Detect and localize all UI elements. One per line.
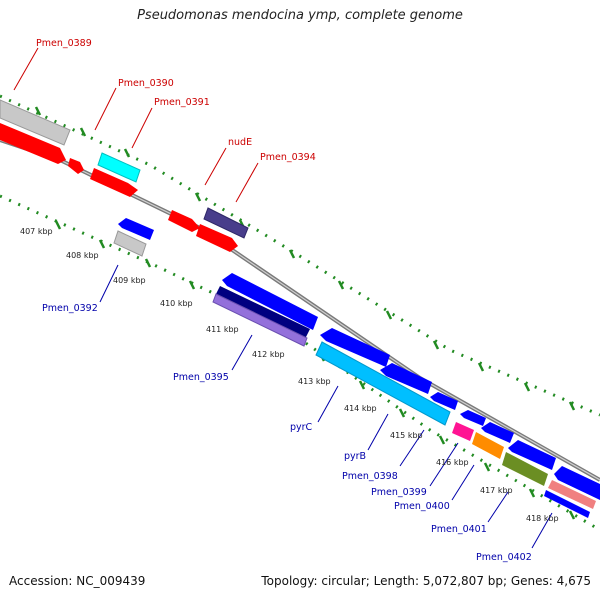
gene-feature-pmen-0401[interactable]: [548, 480, 596, 509]
kbp-label-414: 414 kbp: [344, 404, 377, 413]
gene-feature-pmen-0399[interactable]: [472, 432, 504, 459]
gene-feature-blue-long[interactable]: [222, 273, 318, 330]
gene-feature-red-mid[interactable]: [168, 210, 200, 232]
gene-feature-pmen-0400[interactable]: [502, 452, 548, 486]
kbp-label-418: 418 kbp: [526, 514, 559, 523]
kbp-scale-labels: 407 kbp 408 kbp 409 kbp 410 kbp 411 kbp …: [20, 227, 559, 523]
gene-label-pmen-0401[interactable]: Pmen_0401: [431, 524, 487, 535]
gene-label-pmen-0395[interactable]: Pmen_0395: [173, 372, 229, 383]
kbp-label-408: 408 kbp: [66, 251, 99, 260]
gene-label-pmen-0391[interactable]: Pmen_0391: [154, 97, 210, 108]
kbp-label-413: 413 kbp: [298, 377, 331, 386]
gene-label-pmen-0392[interactable]: Pmen_0392: [42, 303, 98, 314]
gene-feature-pmen-0389-red[interactable]: [0, 123, 66, 164]
gene-feature-red-small[interactable]: [68, 158, 84, 174]
gene-feature-pmen-0392[interactable]: [113, 230, 147, 257]
map-title: Pseudomonas mendocina ymp, complete geno…: [137, 8, 463, 23]
gene-feature-pmen-0402[interactable]: [544, 490, 590, 518]
gene-feature-pmen-0398[interactable]: [452, 422, 474, 441]
forward-gene-labels: Pmen_0389 Pmen_0390 Pmen_0391 nudE Pmen_…: [36, 38, 316, 163]
gene-label-pmen-0402[interactable]: Pmen_0402: [476, 552, 532, 563]
kbp-label-409: 409 kbp: [113, 276, 146, 285]
outer-tick-line: [0, 94, 600, 417]
gene-feature-blue-f[interactable]: [554, 466, 600, 500]
gene-feature-blue-d[interactable]: [481, 422, 514, 443]
gene-feature-blue-e[interactable]: [508, 440, 556, 470]
kbp-label-410: 410 kbp: [160, 299, 193, 308]
gene-feature-pmen-0395[interactable]: [212, 293, 308, 347]
gene-feature-pmen-0394[interactable]: [196, 224, 238, 252]
gene-label-pmen-0390[interactable]: Pmen_0390: [118, 78, 174, 89]
accession-text: Accession: NC_009439: [9, 574, 146, 588]
gene-feature-pmen-0391[interactable]: [90, 168, 138, 197]
reverse-leaders: [99, 264, 553, 549]
gene-label-pmen-0400[interactable]: Pmen_0400: [394, 501, 450, 512]
gene-label-pmen-0394[interactable]: Pmen_0394: [260, 152, 316, 163]
reverse-features: [113, 218, 600, 518]
inner-tick-line: [0, 194, 600, 532]
kbp-label-412: 412 kbp: [252, 350, 285, 359]
gene-feature-blue-pyrc2[interactable]: [380, 363, 432, 394]
major-ticks: [34, 106, 576, 520]
gene-feature-blue-b[interactable]: [430, 392, 458, 410]
gene-label-pmen-0398[interactable]: Pmen_0398: [342, 471, 398, 482]
forward-features: [0, 99, 249, 252]
gene-feature-pmen-0390[interactable]: [97, 152, 141, 183]
gene-feature-blue-small[interactable]: [118, 218, 154, 240]
gene-label-nude[interactable]: nudE: [228, 137, 252, 148]
kbp-label-417: 417 kbp: [480, 486, 513, 495]
gene-label-pyrc[interactable]: pyrC: [290, 422, 313, 433]
gene-feature-blue-c[interactable]: [460, 410, 486, 426]
gene-feature-blue-pyrc[interactable]: [320, 328, 390, 367]
gene-label-pyrb[interactable]: pyrB: [344, 451, 366, 462]
gene-feature-pyrc[interactable]: [315, 341, 451, 426]
gene-label-pmen-0389[interactable]: Pmen_0389: [36, 38, 92, 49]
gene-label-pmen-0399[interactable]: Pmen_0399: [371, 487, 427, 498]
gene-feature-pmen-0389[interactable]: [0, 99, 71, 146]
kbp-label-407: 407 kbp: [20, 227, 53, 236]
kbp-label-416: 416 kbp: [436, 458, 469, 467]
kbp-label-411: 411 kbp: [206, 325, 239, 334]
forward-leaders: [13, 47, 259, 203]
reverse-gene-labels: Pmen_0392 Pmen_0395 pyrC pyrB Pmen_0398 …: [42, 303, 532, 563]
kbp-label-415: 415 kbp: [390, 431, 423, 440]
topology-text: Topology: circular; Length: 5,072,807 bp…: [261, 574, 591, 588]
gene-feature-nude[interactable]: [203, 207, 249, 239]
gene-feature-navy-long[interactable]: [215, 286, 310, 339]
